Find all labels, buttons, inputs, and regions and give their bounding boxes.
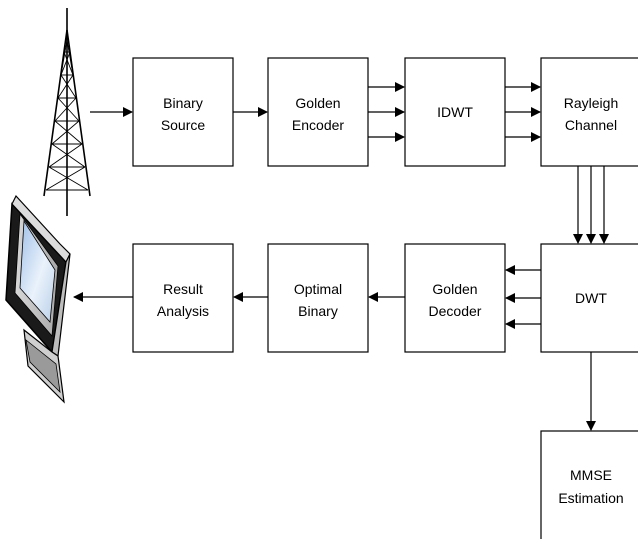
golden-decoder-label-line1: Golden <box>432 281 477 297</box>
result-analysis-label-line1: Result <box>163 281 203 297</box>
block-idwt: IDWT <box>405 58 505 166</box>
block-result-analysis: Result Analysis <box>133 244 233 352</box>
block-mmse-estimation: MMSE Estimation <box>541 431 638 539</box>
optimal-binary-label-line2: Binary <box>298 303 338 319</box>
block-binary-source: Binary Source <box>133 58 233 166</box>
optimal-binary-label-line1: Optimal <box>294 281 342 297</box>
mmse-estimation-label-line1: MMSE <box>570 467 612 483</box>
binary-source-label-line1: Binary <box>163 95 203 111</box>
block-dwt: DWT <box>541 244 638 352</box>
monitor-icon <box>6 196 70 402</box>
binary-source-label-line2: Source <box>161 117 206 133</box>
block-rayleigh-channel: Rayleigh Channel <box>541 58 638 166</box>
mmse-estimation-label-line2: Estimation <box>558 490 623 506</box>
block-optimal-binary: Optimal Binary <box>268 244 368 352</box>
result-analysis-label-line2: Analysis <box>157 303 209 319</box>
block-golden-encoder: Golden Encoder <box>268 58 368 166</box>
rayleigh-channel-label-line1: Rayleigh <box>564 95 618 111</box>
transmission-tower-icon <box>44 8 90 216</box>
golden-encoder-label-line1: Golden <box>295 95 340 111</box>
block-golden-decoder: Golden Decoder <box>405 244 505 352</box>
rayleigh-channel-label-line2: Channel <box>565 117 617 133</box>
dwt-label: DWT <box>575 290 607 306</box>
golden-decoder-label-line2: Decoder <box>429 303 482 319</box>
idwt-label: IDWT <box>437 104 473 120</box>
golden-encoder-label-line2: Encoder <box>292 117 344 133</box>
